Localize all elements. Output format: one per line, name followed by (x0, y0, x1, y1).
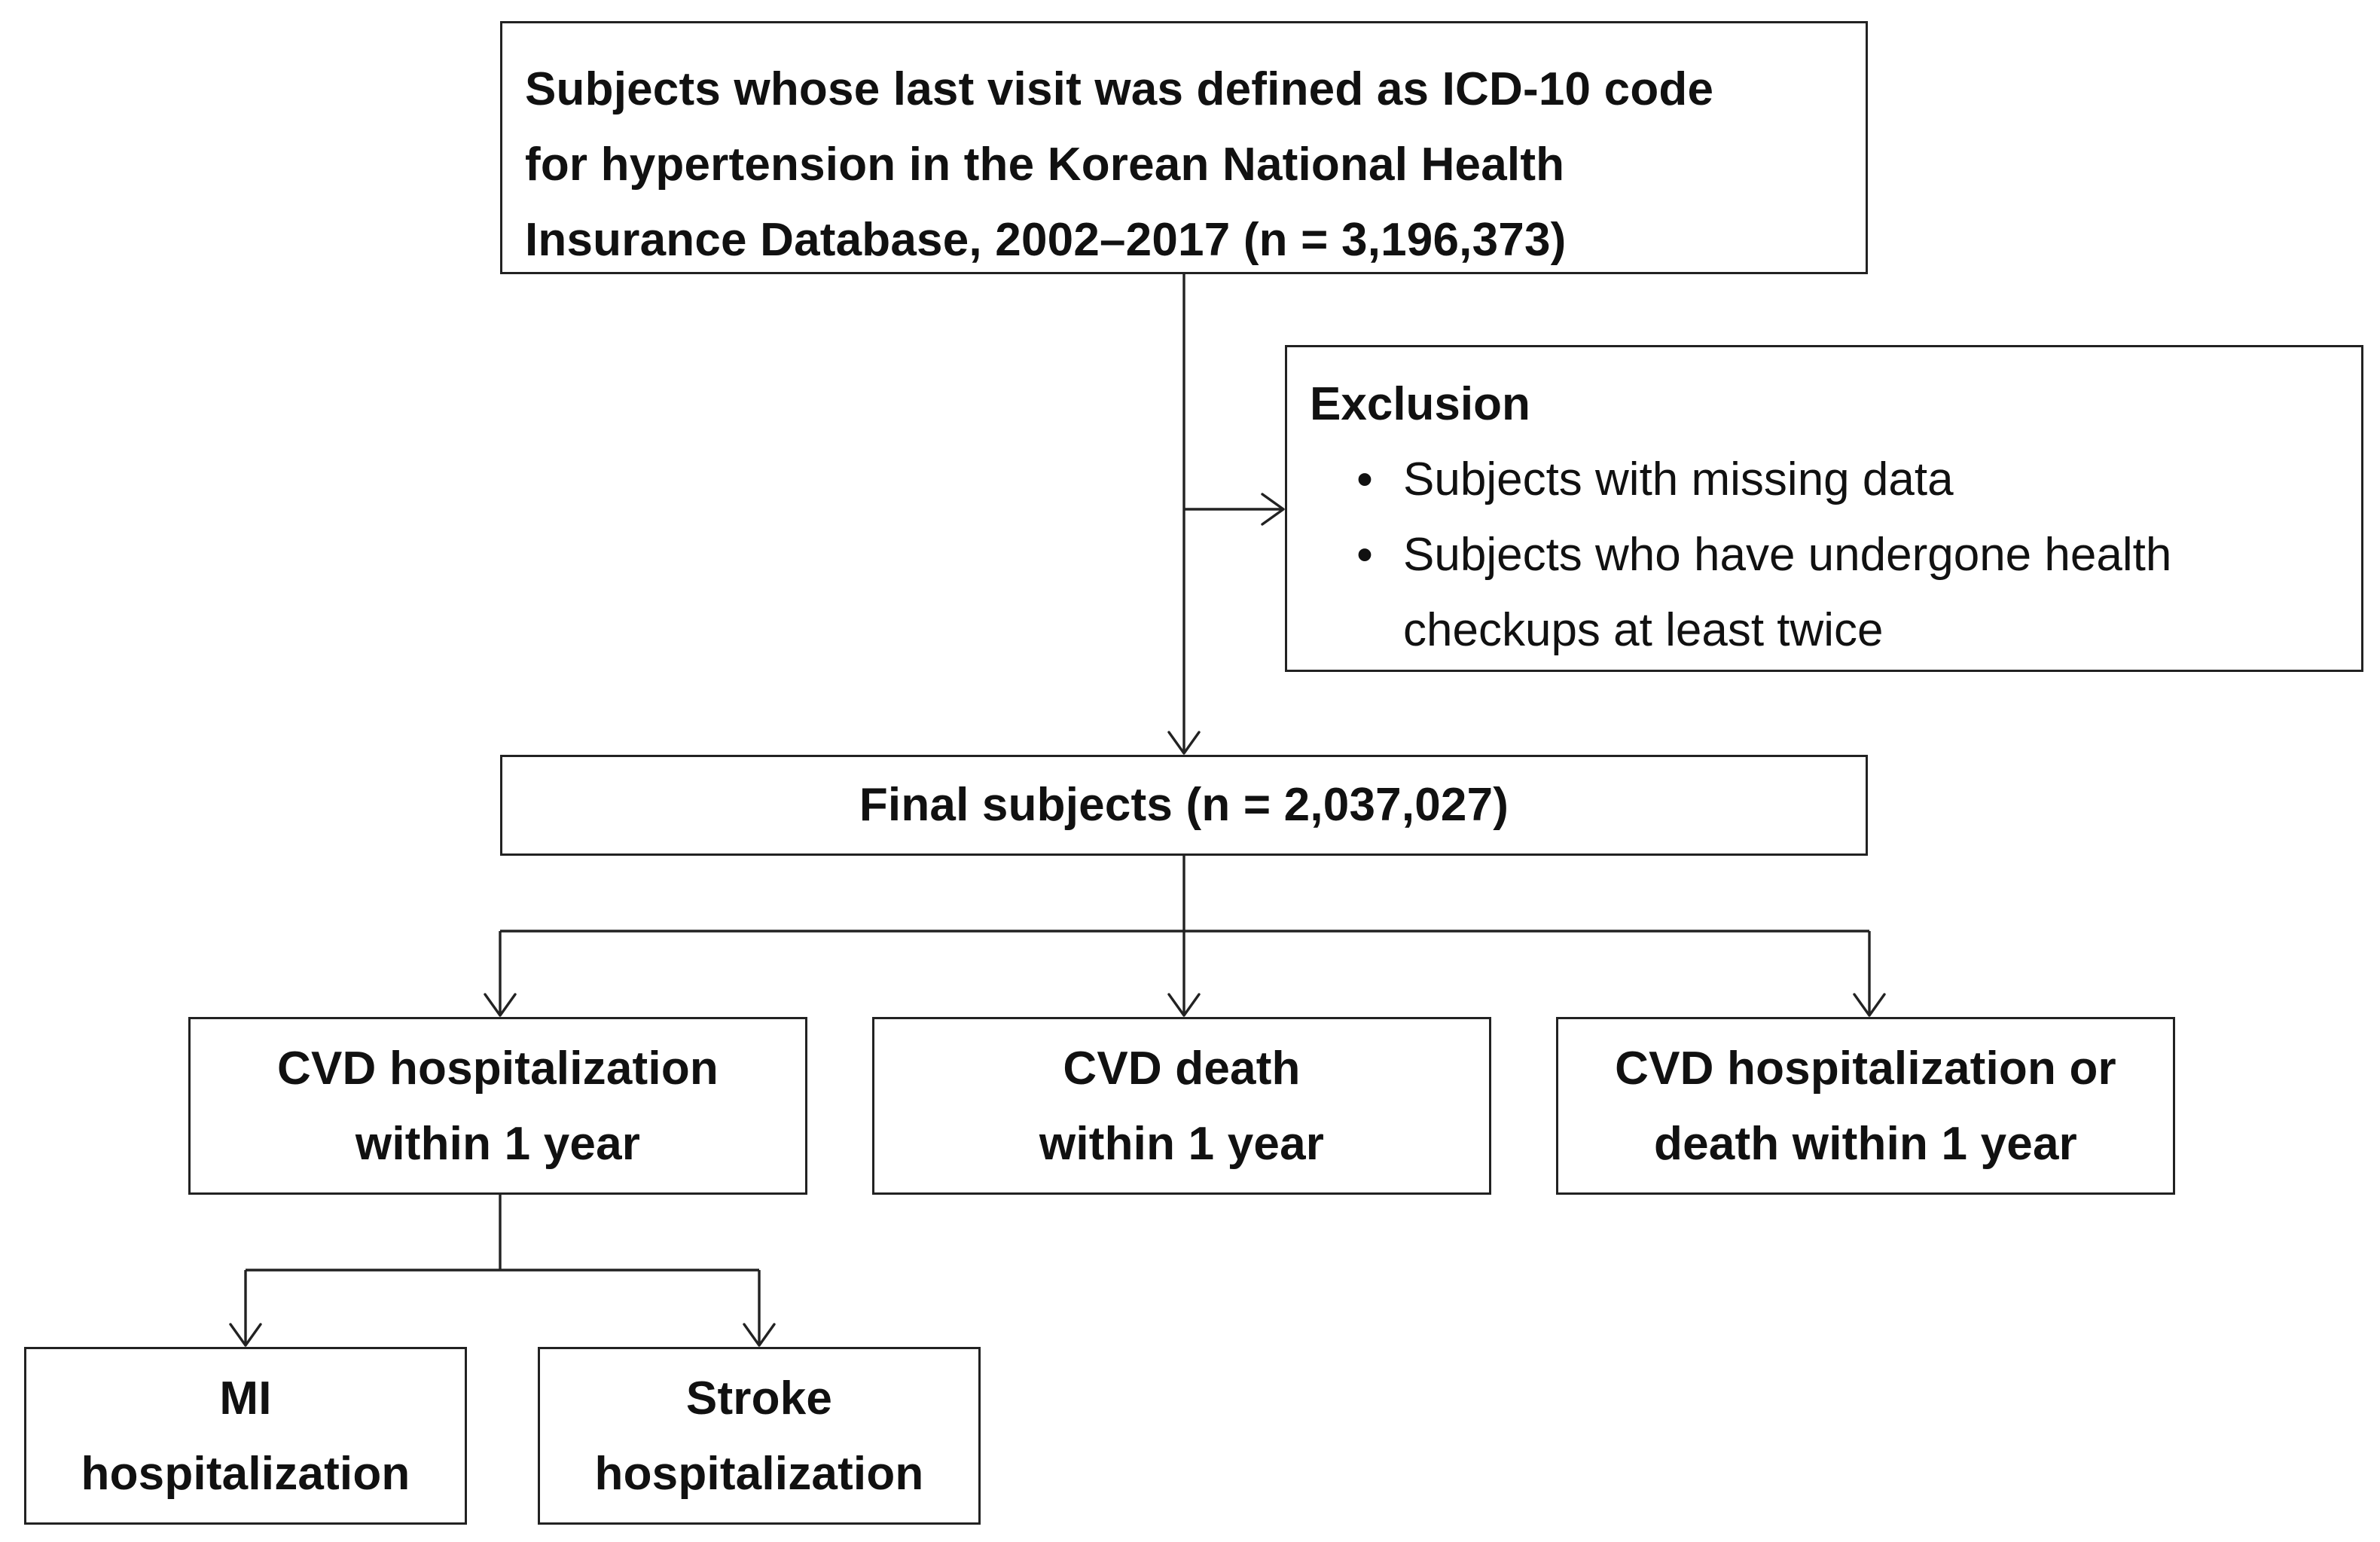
final-subjects-box: Final subjects (n = 2,037,027) (500, 755, 1868, 856)
bullet-icon: • (1356, 453, 1373, 505)
exclusion-item-text: checkups at least twice (1403, 604, 1884, 656)
source-line: Insurance Database, 2002–2017 (n = 3,196… (525, 214, 1567, 266)
sub-2-arrowhead (743, 1323, 776, 1347)
exclusion-list: • Subjects with missing data • Subjects … (1310, 442, 2339, 668)
outcome-label: death within 1 year (1654, 1118, 2077, 1170)
exclusion-item-missing-data: • Subjects with missing data (1310, 442, 2339, 518)
outcome-label: within 1 year (355, 1118, 641, 1170)
sub-outcome-label: hospitalization (81, 1448, 410, 1500)
final-arrowhead (1167, 731, 1201, 755)
bullet-icon: • (1356, 529, 1373, 581)
exclusion-title: Exclusion (1310, 378, 1530, 430)
sub-outcome-label: MI (219, 1373, 272, 1424)
outcome-cvd-hospitalization-box: CVD hospitalization within 1 year (188, 1017, 807, 1195)
outcome-3-arrowhead (1853, 993, 1886, 1017)
outcome-label: CVD hospitalization (277, 1043, 719, 1095)
mi-hospitalization-box: MI hospitalization (24, 1347, 467, 1525)
exclusion-item-repeat-checkups: • Subjects who have undergone health che… (1310, 518, 2339, 668)
outcome-2-arrowhead (1167, 993, 1201, 1017)
final-subjects-label: Final subjects (n = 2,037,027) (859, 779, 1509, 831)
outcome-label: CVD hospitalization or (1615, 1043, 2116, 1095)
outcome-cvd-hospitalization-or-death-box: CVD hospitalization or death within 1 ye… (1556, 1017, 2175, 1195)
stroke-hospitalization-box: Stroke hospitalization (538, 1347, 981, 1525)
sub-outcome-label: Stroke (685, 1373, 833, 1424)
exclusion-box: Exclusion • Subjects with missing data •… (1285, 345, 2363, 672)
sub-outcome-label: hospitalization (594, 1448, 924, 1500)
exclusion-arrowhead (1261, 493, 1285, 526)
outcome-label: CVD death (1063, 1043, 1301, 1095)
source-line: for hypertension in the Korean National … (525, 139, 1565, 191)
outcome-label: within 1 year (1039, 1118, 1325, 1170)
exclusion-item-text: Subjects who have undergone health (1403, 529, 2172, 581)
source-line: Subjects whose last visit was defined as… (525, 63, 1714, 115)
source-population-box: Subjects whose last visit was defined as… (500, 21, 1868, 274)
sub-1-arrowhead (229, 1323, 262, 1347)
outcome-cvd-death-box: CVD death within 1 year (872, 1017, 1491, 1195)
outcome-1-arrowhead (484, 993, 517, 1017)
exclusion-item-text: Subjects with missing data (1403, 453, 1954, 505)
